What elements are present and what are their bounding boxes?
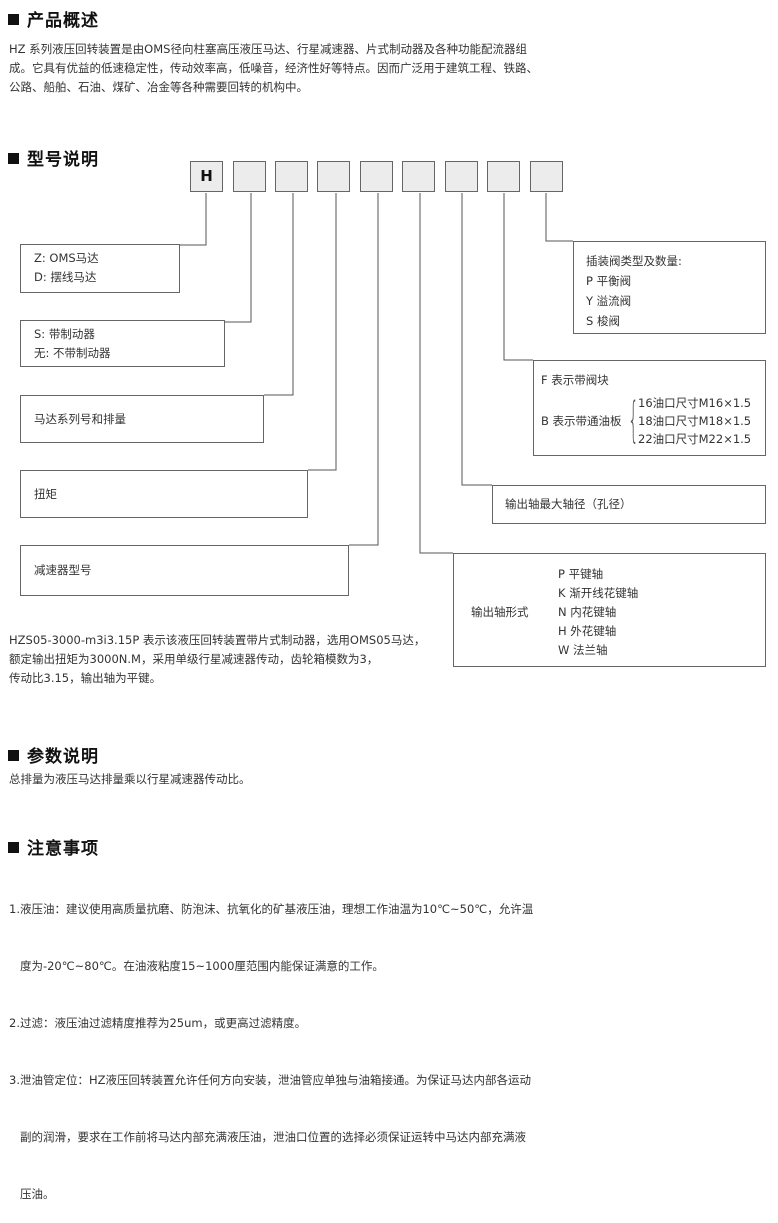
example-line: 额定输出扭矩为3000N.M，采用单级行星减速器传动，齿轮箱模数为3， <box>9 652 379 666</box>
brake-box: S: 带制动器 无: 不带制动器 <box>20 320 225 367</box>
square-bullet-icon <box>8 842 19 853</box>
connector-valve <box>545 193 573 242</box>
code-box-block <box>487 161 520 192</box>
note-line: 度为-20℃~80℃。在油液粘度15~1000厘范围内能保证满意的工作。 <box>9 959 384 973</box>
square-bullet-icon <box>8 153 19 164</box>
connector-lines <box>180 193 573 554</box>
shaft-form-item: P 平键轴 <box>558 567 604 581</box>
code-box-h: H <box>190 161 223 192</box>
params-title: 参数说明 <box>8 742 99 767</box>
connector-motor-type <box>180 193 207 246</box>
note-line: 副的润滑，要求在工作前将马达内部充满液压油，泄油口位置的选择必须保证运转中马达内… <box>9 1130 526 1144</box>
notes-list: 1.液压油：建议使用高质量抗磨、防泡沫、抗氧化的矿基液压油，理想工作油温为10℃… <box>9 862 533 1223</box>
shaft-form-item: W 法兰轴 <box>558 643 608 657</box>
notes-title: 注意事项 <box>8 834 99 859</box>
code-box-valve <box>530 161 563 192</box>
connector-reducer <box>349 193 379 546</box>
connector-shaft-diameter <box>461 193 492 486</box>
shaft-form-item: N 内花键轴 <box>558 605 617 619</box>
block-box: F 表示带阀块 B 表示带通油板 { 16油口尺寸M16×1.5 18油口尺寸M… <box>533 360 766 456</box>
motor-series-label: 马达系列号和排量 <box>34 412 126 426</box>
note-line: 2.过滤：液压油过滤精度推荐为25um，或更高过滤精度。 <box>9 1016 307 1030</box>
note-line: 3.泄油管定位：HZ液压回转装置允许任何方向安装，泄油管应单独与油箱接通。为保证… <box>9 1073 531 1087</box>
example-line: HZS05-3000-m3i3.15P 表示该液压回转装置带片式制动器，选用OM… <box>9 633 426 647</box>
square-bullet-icon <box>8 14 19 25</box>
shaft-diameter-box: 输出轴最大轴径（孔径） <box>492 485 766 524</box>
torque-label: 扭矩 <box>34 487 57 501</box>
valve-item: S 梭阀 <box>586 314 620 328</box>
params-text: 总排量为液压马达排量乘以行星减速器传动比。 <box>9 772 251 786</box>
shaft-form-item: K 渐开线花键轴 <box>558 586 639 600</box>
code-box-motor-type <box>233 161 266 192</box>
code-box-motor-series <box>317 161 350 192</box>
note-line: 1.液压油：建议使用高质量抗磨、防泡沫、抗氧化的矿基液压油，理想工作油温为10℃… <box>9 902 534 916</box>
motor-type-item: Z: OMS马达 <box>34 251 99 265</box>
shaft-form-label: 输出轴形式 <box>471 605 529 619</box>
overview-line: 公路、船舶、石油、煤矿、冶金等各种需要回转的机构中。 <box>9 80 308 94</box>
brace-icon: { <box>628 392 639 448</box>
block-size: 16油口尺寸M16×1.5 <box>638 396 752 410</box>
brake-item: S: 带制动器 <box>34 327 95 341</box>
block-size: 18油口尺寸M18×1.5 <box>638 414 752 428</box>
block-b-label: B 表示带通油板 <box>541 414 622 428</box>
example-line: 传动比3.15，输出轴为平键。 <box>9 671 162 685</box>
overview-title: 产品概述 <box>8 6 99 31</box>
overview-line: 成。它具有优益的低速稳定性，传动效率高，低噪音，经济性好等特点。因而广泛用于建筑… <box>9 61 538 75</box>
valve-item: P 平衡阀 <box>586 274 632 288</box>
valve-heading: 插装阀类型及数量: <box>586 254 682 268</box>
reducer-box: 减速器型号 <box>20 545 349 596</box>
code-box-torque <box>360 161 393 192</box>
connector-block <box>503 193 533 361</box>
valve-item: Y 溢流阀 <box>586 294 632 308</box>
code-box-reducer <box>402 161 435 192</box>
block-f-label: F 表示带阀块 <box>541 373 609 387</box>
overview-paragraph: HZ 系列液压回转装置是由OMS径向柱塞高压液压马达、行星减速器、片式制动器及各… <box>9 40 538 97</box>
note-line: 压油。 <box>9 1187 55 1201</box>
model-title: 型号说明 <box>8 145 99 170</box>
connector-torque <box>308 193 337 471</box>
torque-box: 扭矩 <box>20 470 308 518</box>
model-example: HZS05-3000-m3i3.15P 表示该液压回转装置带片式制动器，选用OM… <box>9 631 425 688</box>
motor-type-item: D: 摆线马达 <box>34 270 97 284</box>
shaft-diameter-label: 输出轴最大轴径（孔径） <box>505 497 632 511</box>
reducer-label: 减速器型号 <box>34 563 92 577</box>
motor-type-box: Z: OMS马达 D: 摆线马达 <box>20 244 180 293</box>
connector-motor-series <box>264 193 294 396</box>
square-bullet-icon <box>8 750 19 761</box>
brake-item: 无: 不带制动器 <box>34 346 111 360</box>
valve-box: 插装阀类型及数量: P 平衡阀 Y 溢流阀 S 梭阀 <box>573 241 766 334</box>
connector-shaft-form <box>419 193 453 554</box>
overview-line: HZ 系列液压回转装置是由OMS径向柱塞高压液压马达、行星减速器、片式制动器及各… <box>9 42 527 56</box>
shaft-form-item: H 外花键轴 <box>558 624 617 638</box>
code-box-shaft-form <box>445 161 478 192</box>
code-box-brake <box>275 161 308 192</box>
shaft-form-box: 输出轴形式 P 平键轴 K 渐开线花键轴 N 内花键轴 H 外花键轴 W 法兰轴 <box>453 553 766 667</box>
motor-series-box: 马达系列号和排量 <box>20 395 264 443</box>
connector-brake <box>225 193 252 323</box>
block-size: 22油口尺寸M22×1.5 <box>638 432 752 446</box>
